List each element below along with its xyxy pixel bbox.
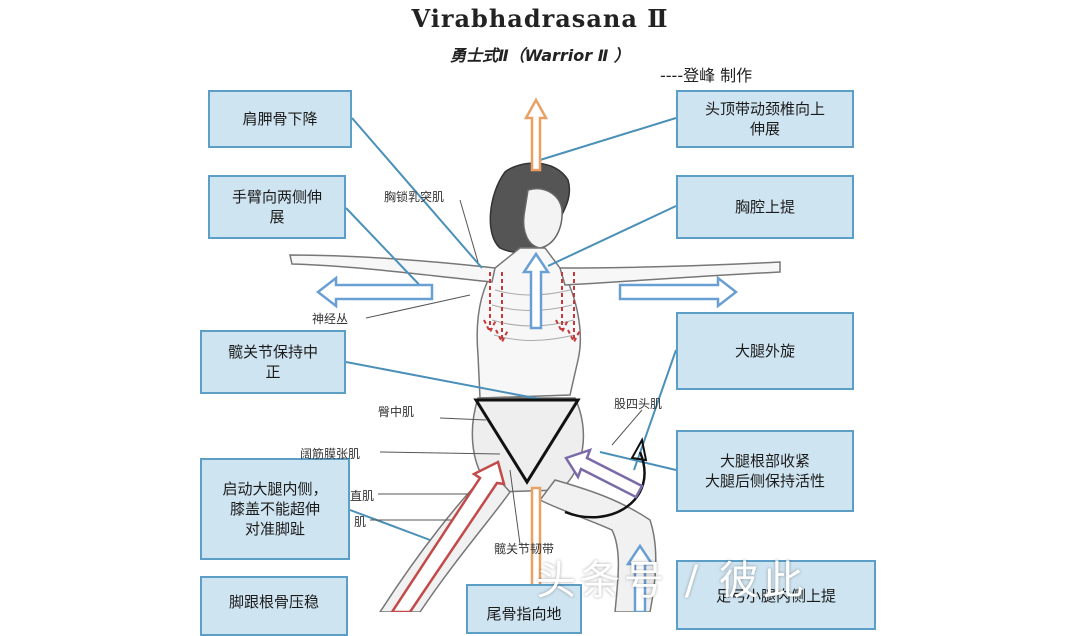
box-thigh-root: 大腿根部收紧 大腿后侧保持活性 xyxy=(676,430,854,512)
arrow-thigh-rotate xyxy=(564,451,646,519)
label-scm: 胸锁乳突肌 xyxy=(384,190,445,204)
pose-illustration xyxy=(289,97,781,612)
diagram-subtitle: 勇士式Ⅱ（Warrior Ⅱ ） xyxy=(450,46,630,65)
diagram-title: Virabhadrasana Ⅱ xyxy=(411,4,669,33)
label-rect: 直肌 xyxy=(350,489,375,503)
label-tfl: 阔筋膜张肌 xyxy=(300,447,361,461)
box-chest-lift: 胸腔上提 xyxy=(676,175,854,239)
box-heel: 脚跟根骨压稳 xyxy=(200,576,348,636)
arrow-crown-up xyxy=(523,97,549,172)
box-scapula-depress: 肩胛骨下降 xyxy=(208,90,352,148)
author-credit: ----登峰 制作 xyxy=(660,66,753,85)
box-crown-extend: 头顶带动颈椎向上 伸展 xyxy=(676,90,854,148)
label-itband: 髋关节韧带 xyxy=(494,542,555,556)
label-glute: 臀中肌 xyxy=(378,405,415,419)
arrow-arm-right xyxy=(618,275,739,309)
figure-face xyxy=(522,188,563,249)
box-hip-neutral: 髋关节保持中 正 xyxy=(200,330,346,394)
box-arms-extend: 手臂向两侧伸 展 xyxy=(208,175,346,239)
label-sart: 肌 xyxy=(354,515,367,529)
figure-left-arm xyxy=(289,254,496,283)
connector-lines xyxy=(345,117,677,541)
hip-triangle xyxy=(473,398,581,485)
watermark: 头条号 / 彼此 xyxy=(536,558,807,604)
arrow-back-leg xyxy=(390,460,506,612)
figure-right-arm xyxy=(558,261,781,286)
box-thigh-rotate: 大腿外旋 xyxy=(676,312,854,390)
arrow-thigh-root xyxy=(564,447,644,499)
box-inner-thigh: 启动大腿内侧， 膝盖不能超伸 对准脚趾 xyxy=(200,458,350,560)
arrows-scapula-down xyxy=(483,272,581,345)
label-quad: 股四头肌 xyxy=(614,397,663,411)
label-plexus: 神经丛 xyxy=(312,312,349,326)
arrow-shin-up xyxy=(625,543,655,612)
arrow-arm-left xyxy=(315,275,434,309)
arrow-chest-up xyxy=(521,251,551,330)
figure-right-leg xyxy=(538,479,657,612)
